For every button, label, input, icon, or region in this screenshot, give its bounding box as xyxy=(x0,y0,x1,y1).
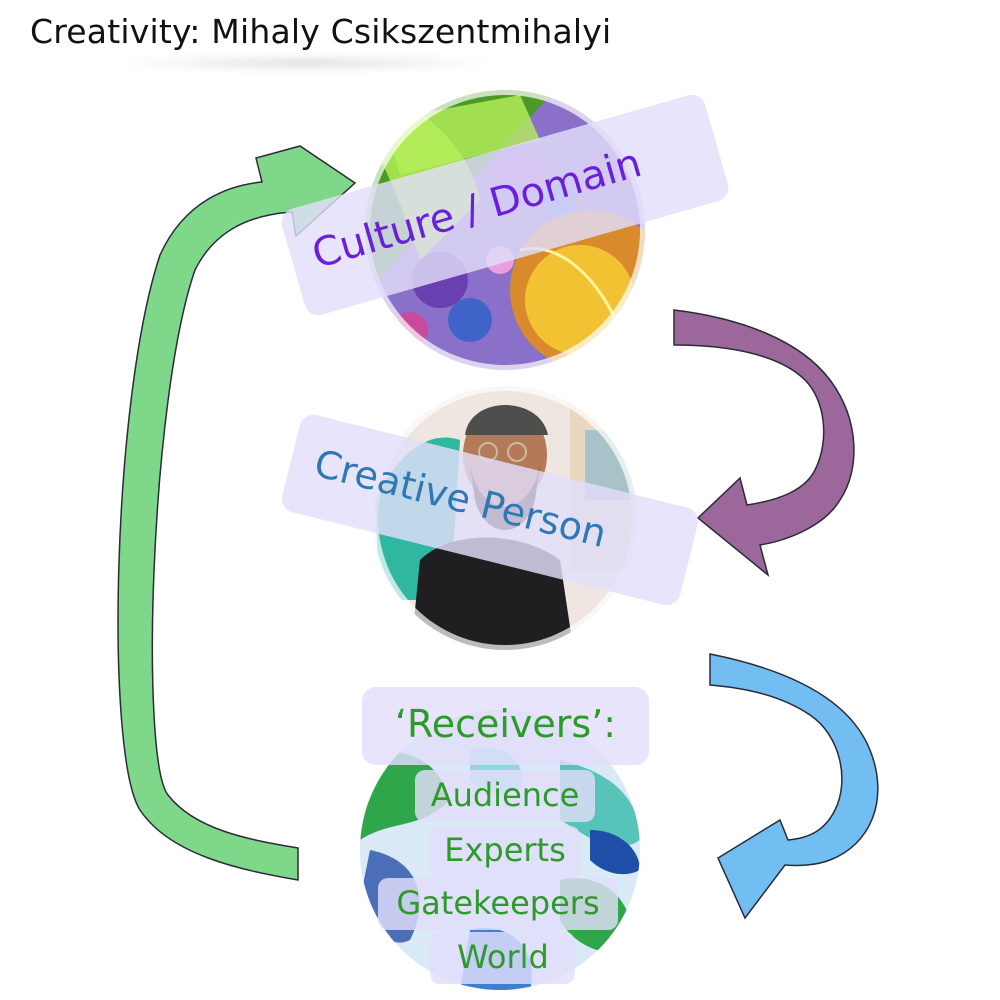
page-title: Creativity: Mihaly Csikszentmihalyi xyxy=(30,12,611,51)
receivers-item-audience: Audience xyxy=(355,776,655,814)
receivers-title: ‘Receivers’: xyxy=(362,702,649,746)
receivers-item-gatekeepers: Gatekeepers xyxy=(348,884,648,922)
arrow-person-to-receivers xyxy=(710,654,878,918)
receivers-item-world: World xyxy=(353,938,653,976)
title-underline-shadow xyxy=(120,58,490,68)
arrow-culture-to-person xyxy=(674,310,854,575)
receivers-item-experts: Experts xyxy=(355,831,655,869)
